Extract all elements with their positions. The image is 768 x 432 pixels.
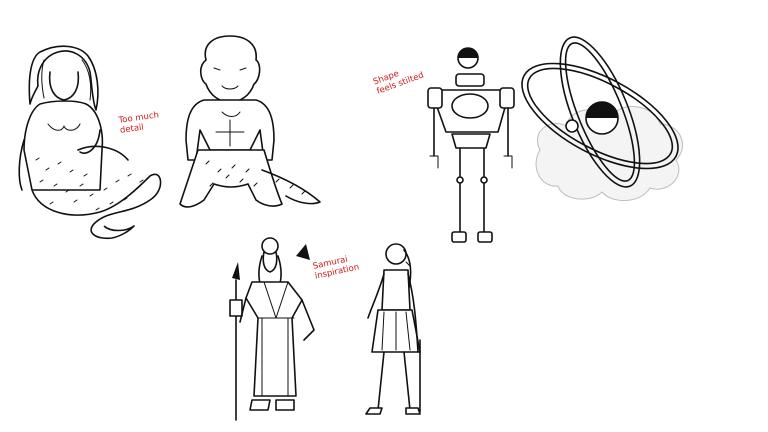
mermaid-sketch <box>18 45 162 240</box>
girl-sketch <box>365 243 421 415</box>
samurai-sketch <box>229 237 315 421</box>
robot-sketch <box>427 47 515 243</box>
ring-emblem-sketch <box>521 36 683 201</box>
lizardman-sketch <box>179 35 321 208</box>
